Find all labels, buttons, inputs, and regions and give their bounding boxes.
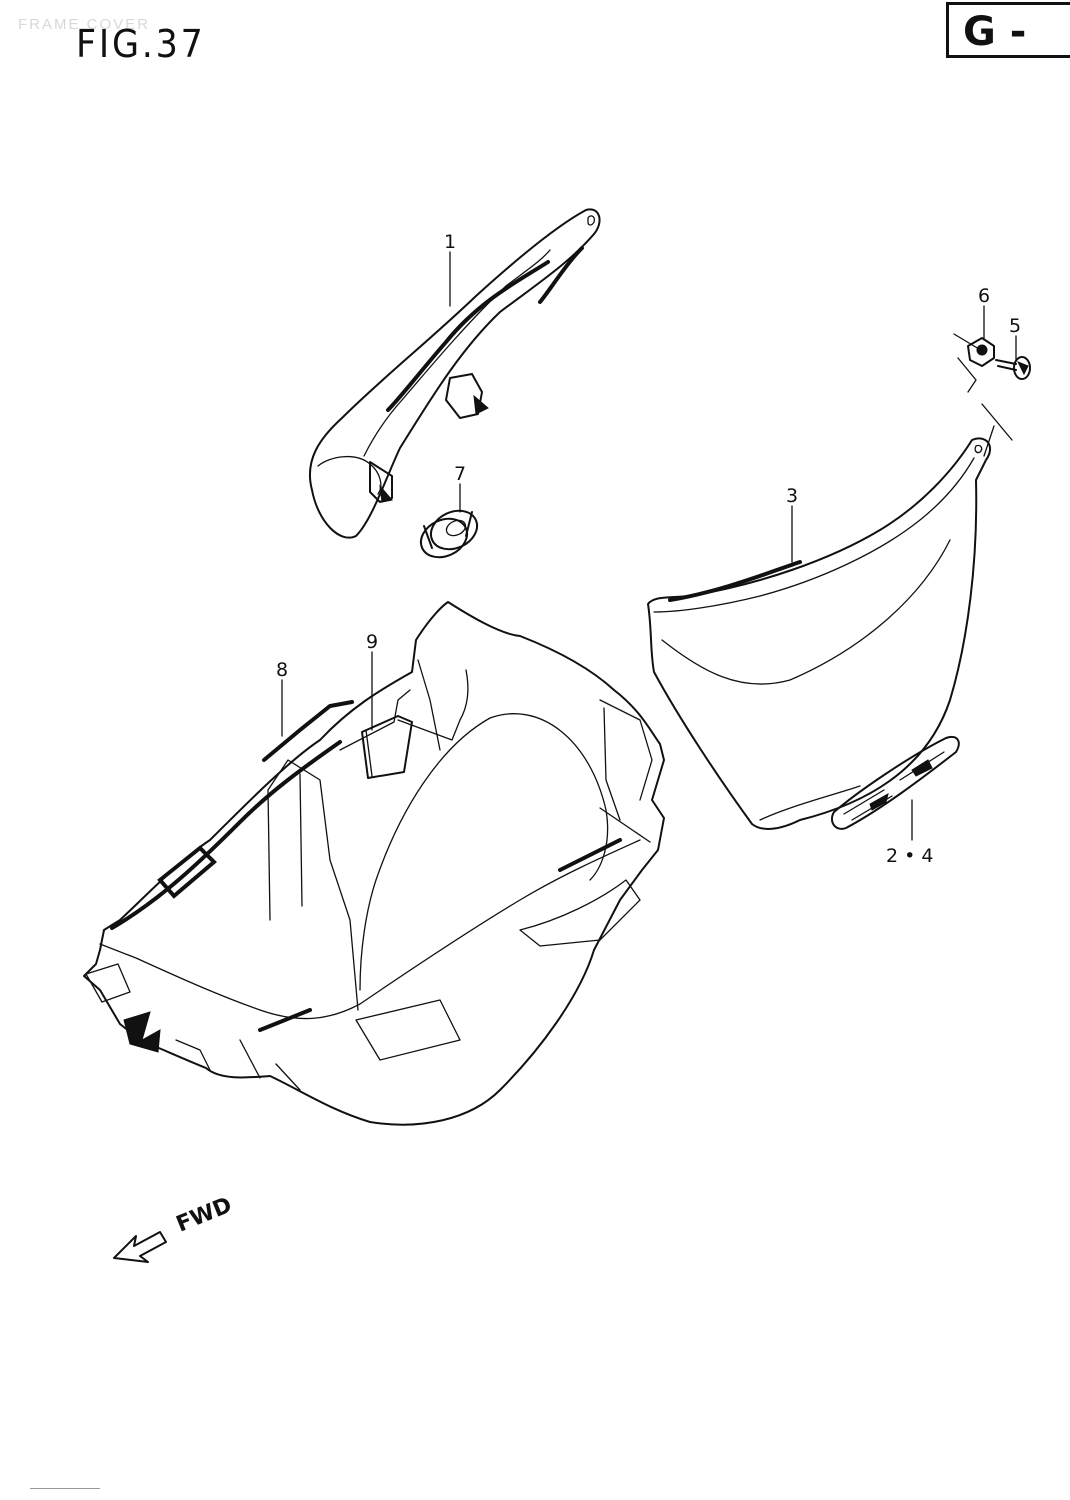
figure-title: FIG.37 [76,22,206,66]
leader-lines [281,251,1017,841]
forward-arrow-icon [113,1231,167,1263]
callout-1: 1 [444,231,456,253]
assembly-guide-lines [957,357,1013,457]
section-code: G - [963,9,1027,55]
callout-7: 7 [454,463,466,485]
callout-6: 6 [978,285,990,307]
part-3-side-cover [647,437,991,830]
callout-8: 8 [276,659,288,681]
forward-direction-indicator: FWD [113,1193,236,1263]
part-9-label [361,715,413,779]
part-5-screw [995,356,1031,380]
faint-section-caption: FRAME COVER [18,16,151,33]
callout-2-4: 2 • 4 [886,845,933,867]
part-2-4-emblem [830,736,960,830]
callout-5: 5 [1009,315,1021,337]
section-badge: G - [946,2,1070,58]
fwd-label: FWD [173,1193,236,1238]
part-8-rear-tray [83,601,665,1126]
footer-rule [30,1488,100,1489]
callout-9: 9 [366,631,378,653]
part-1-front-frame-cover [308,208,601,539]
part-6-nut [953,333,995,367]
callout-3: 3 [786,485,798,507]
part-7-grommet [419,509,479,559]
